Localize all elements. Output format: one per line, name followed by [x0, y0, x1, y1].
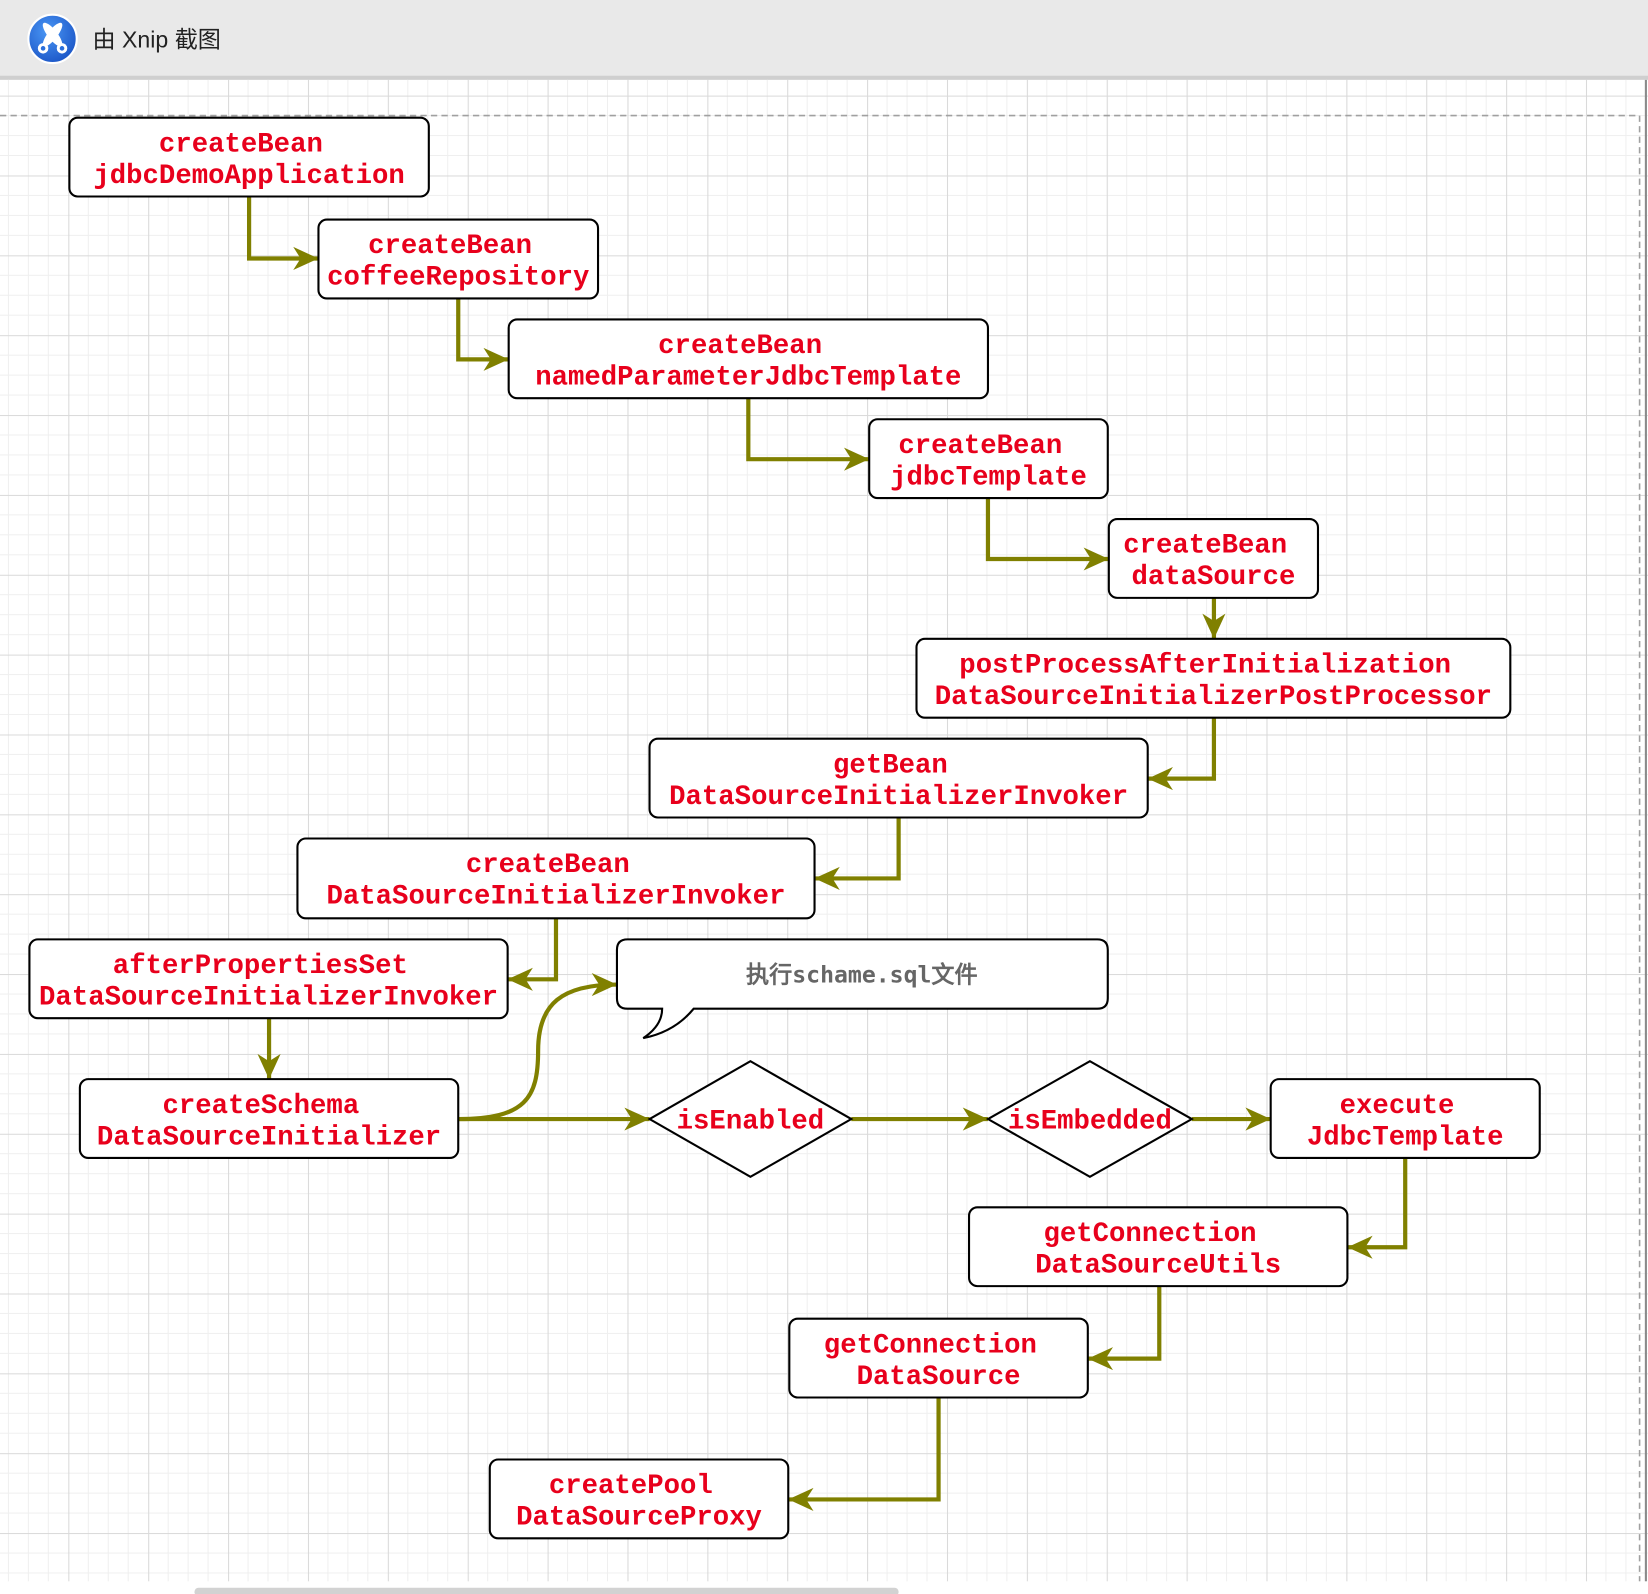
connectors [246, 196, 1408, 1511]
node-box [78, 1078, 460, 1159]
node-method-label: execute [1340, 1091, 1455, 1122]
connector-to-callout [458, 973, 617, 1122]
node-label: createSchema DataSourceInitializer [97, 1091, 441, 1154]
node-method-label: getBean [833, 750, 948, 781]
node-afterpropertiesset: afterPropertiesSet DataSourceInitializer… [28, 938, 509, 1020]
node-label: createBean coffeeRepository [327, 231, 589, 294]
node-method-label: getConnection [824, 1330, 1037, 1361]
decision-diamond [647, 1060, 854, 1179]
node-target-label: JdbcTemplate [1307, 1122, 1504, 1153]
node-box [317, 218, 600, 300]
node-target-label: namedParameterJdbcTemplate [535, 363, 961, 394]
node-box [788, 1317, 1089, 1399]
window-title: 由 Xnip 截图 [92, 26, 220, 52]
connector [746, 398, 870, 471]
node-method-label: afterPropertiesSet [113, 951, 408, 982]
node-createpool-datasourceproxy: createPool DataSourceProxy [488, 1458, 790, 1540]
node-box [1269, 1078, 1541, 1159]
connector [985, 498, 1109, 571]
decision-label: isEmbedded [1008, 1107, 1172, 1138]
node-target-label: jdbcTemplate [890, 462, 1087, 493]
callout-text: 执行schame.sql文件 [746, 961, 978, 988]
node-label: postProcessAfterInitialization DataSourc… [935, 650, 1492, 713]
node-label: createPool DataSourceProxy [516, 1471, 762, 1534]
node-createbean-datasource: createBean dataSource [1107, 518, 1320, 599]
node-method-label: createSchema [163, 1091, 360, 1122]
node-target-label: DataSourceUtils [1035, 1250, 1281, 1281]
node-target-label: coffeeRepository [327, 263, 589, 294]
connector [507, 918, 559, 991]
node-box [648, 737, 1149, 819]
node-target-label: DataSourceInitializerInvoker [669, 782, 1128, 813]
decision-label: isEnabled [677, 1107, 825, 1138]
node-box [296, 837, 816, 920]
node-label: createBean jdbcDemoApplication [93, 129, 404, 192]
node-label: createBean DataSourceInitializerInvoker [326, 850, 785, 913]
node-createschema: createSchema DataSourceInitializer [78, 1078, 460, 1159]
connector [1147, 717, 1217, 791]
node-target-label: jdbcDemoApplication [93, 161, 404, 192]
node-label: afterPropertiesSet DataSourceInitializer… [39, 951, 498, 1014]
node-box [915, 637, 1512, 719]
node-method-label: createBean [368, 231, 532, 262]
node-label: createBean jdbcTemplate [890, 431, 1087, 494]
callout-bubble [615, 938, 1109, 1040]
node-target-label: DataSourceProxy [516, 1503, 762, 1534]
title-bar-background[interactable] [0, 0, 1648, 76]
node-box [68, 116, 430, 198]
node-target-label: dataSource [1131, 562, 1295, 593]
node-target-label: DataSourceInitializerInvoker [326, 882, 785, 913]
node-createbean-namedparameterjdbctemplate: createBean namedParameterJdbcTemplate [507, 318, 990, 400]
decision-diamond [985, 1060, 1194, 1179]
connector [246, 196, 319, 271]
decision-isenabled: isEnabled [647, 1060, 854, 1179]
node-createbean-jdbctemplate: createBean jdbcTemplate [868, 418, 1109, 500]
connector [1347, 1157, 1408, 1259]
node-createbean-jdbcdemoapplication: createBean jdbcDemoApplication [68, 116, 430, 198]
node-method-label: createBean [898, 431, 1062, 462]
node-method-label: createBean [1123, 531, 1287, 562]
node-target-label: DataSource [857, 1362, 1021, 1393]
node-method-label: createBean [159, 129, 323, 160]
connector [788, 1397, 941, 1511]
node-method-label: getConnection [1043, 1219, 1256, 1250]
connector [1087, 1286, 1162, 1371]
node-target-label: DataSourceInitializer [97, 1122, 441, 1153]
node-label: getBean DataSourceInitializerInvoker [669, 750, 1128, 813]
node-target-label: DataSourceInitializerPostProcessor [935, 682, 1492, 713]
node-box [507, 318, 990, 400]
node-getconnection-datasourceutils: getConnection DataSourceUtils [967, 1206, 1349, 1288]
node-method-label: createBean [658, 331, 822, 362]
node-createbean-coffeerepository: createBean coffeeRepository [317, 218, 600, 300]
node-box [488, 1458, 790, 1540]
node-label: getConnection DataSourceUtils [1035, 1219, 1281, 1282]
node-getbean-datasourceinitializerinvoker: getBean DataSourceInitializerInvoker [648, 737, 1149, 819]
node-box [967, 1206, 1349, 1288]
node-label: createBean namedParameterJdbcTemplate [535, 331, 961, 394]
node-method-label: createBean [466, 850, 630, 881]
xnip-app-icon [27, 13, 78, 65]
node-target-label: DataSourceInitializerInvoker [39, 983, 498, 1014]
node-getconnection-datasource: getConnection DataSource [788, 1317, 1089, 1399]
decision-isembedded: isEmbedded [985, 1060, 1194, 1179]
horizontal-scrollbar-thumb[interactable] [194, 1587, 899, 1594]
title-bar[interactable]: 由 Xnip 截图 [0, 0, 1648, 80]
node-execute-jdbctemplate: execute JdbcTemplate [1269, 1078, 1541, 1159]
node-box [868, 418, 1109, 500]
node-box [28, 938, 509, 1020]
node-postprocessafterinitialization: postProcessAfterInitialization DataSourc… [915, 637, 1512, 719]
node-label: getConnection DataSource [824, 1330, 1053, 1393]
node-createbean-datasourceinitializerinvoker: createBean DataSourceInitializerInvoker [296, 837, 816, 920]
title-bar-divider [0, 75, 1648, 80]
connector [456, 298, 509, 371]
node-box [1107, 518, 1320, 599]
connector [814, 817, 901, 890]
node-method-label: postProcessAfterInitialization [959, 650, 1451, 681]
node-method-label: createPool [549, 1471, 713, 1502]
callout-note: 执行schame.sql文件 [615, 938, 1109, 1040]
node-label: execute JdbcTemplate [1307, 1091, 1504, 1154]
node-label: createBean dataSource [1123, 531, 1303, 594]
